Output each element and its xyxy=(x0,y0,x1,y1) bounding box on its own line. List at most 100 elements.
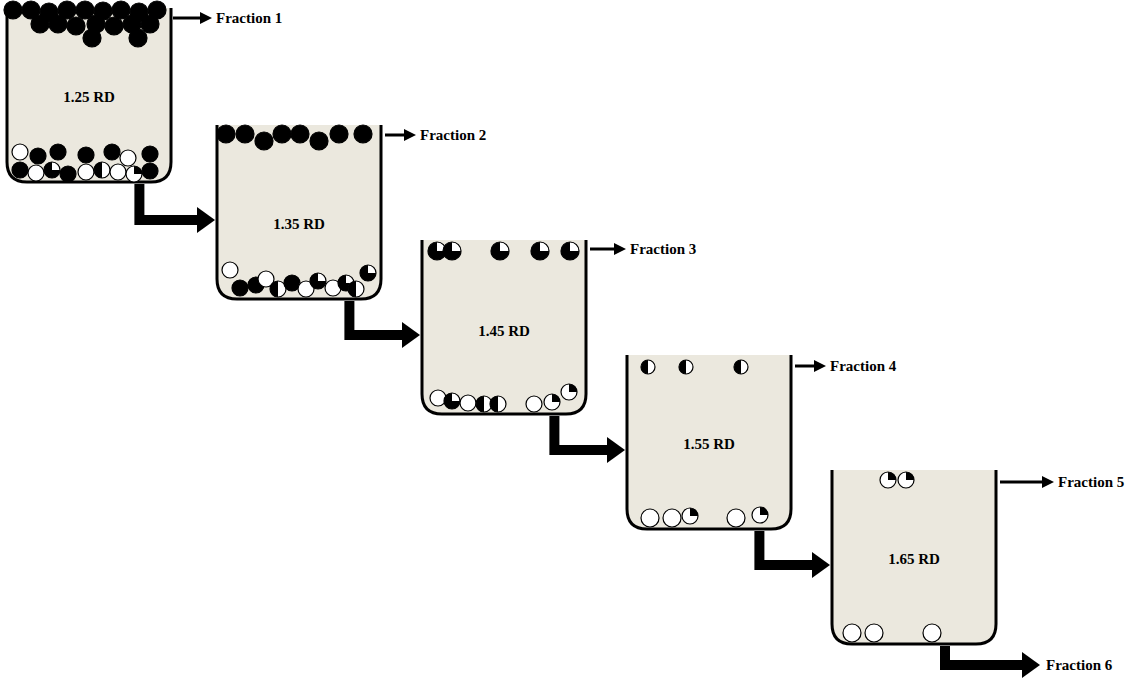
particle-body xyxy=(31,15,49,33)
particle-body xyxy=(310,132,328,150)
particle-outline xyxy=(217,125,235,143)
particle-outline xyxy=(679,360,693,374)
particle xyxy=(28,165,44,181)
particle-outline xyxy=(291,125,309,143)
particle xyxy=(236,125,254,143)
particle xyxy=(679,360,693,374)
particle-body xyxy=(50,144,66,160)
particle-body xyxy=(255,132,273,150)
particle xyxy=(78,164,94,180)
particle-body xyxy=(360,265,376,281)
particle xyxy=(531,242,549,260)
particle-outline xyxy=(444,393,460,409)
particle-outline xyxy=(460,395,476,411)
particle-outline xyxy=(880,472,896,488)
particle-body xyxy=(78,164,94,180)
particle xyxy=(50,144,66,160)
particle-body xyxy=(30,148,46,164)
particle xyxy=(83,29,101,47)
particle xyxy=(31,15,49,33)
particle xyxy=(460,395,476,411)
fraction-label: Fraction 5 xyxy=(1058,474,1124,491)
particle xyxy=(561,242,579,260)
particle-body xyxy=(217,125,235,143)
particle-outline xyxy=(898,472,914,488)
particle xyxy=(865,624,883,642)
particle-body xyxy=(491,242,509,260)
particle-body xyxy=(105,17,123,35)
particle-body xyxy=(641,360,655,374)
particle-body xyxy=(898,472,914,488)
particle-outline xyxy=(531,242,549,260)
fraction-label: Fraction 4 xyxy=(830,358,896,375)
particle xyxy=(273,125,291,143)
particle-outline xyxy=(28,165,44,181)
particle xyxy=(682,508,698,524)
particle-outline xyxy=(490,396,506,412)
particle-outline xyxy=(443,242,461,260)
particle xyxy=(104,144,120,160)
particle-body xyxy=(544,394,560,410)
float-arrow xyxy=(173,17,200,20)
beaker: 1.65 RD xyxy=(830,470,998,646)
particle xyxy=(330,125,348,143)
particle-outline xyxy=(94,162,110,178)
particle xyxy=(491,242,509,260)
particle-body xyxy=(663,509,681,527)
particle-outline xyxy=(83,29,101,47)
particle xyxy=(78,147,94,163)
particle-body xyxy=(12,144,28,160)
particle xyxy=(291,125,309,143)
particle-outline xyxy=(273,125,291,143)
particle xyxy=(430,390,446,406)
particle-body xyxy=(273,125,291,143)
particle-body xyxy=(142,146,158,162)
particle xyxy=(348,281,364,297)
particle xyxy=(129,29,147,47)
particle xyxy=(60,166,76,182)
beaker-wall xyxy=(832,470,996,644)
fraction-label: Fraction 3 xyxy=(630,241,696,258)
density-label: 1.55 RD xyxy=(683,436,735,453)
particle-outline xyxy=(120,150,136,166)
particle xyxy=(310,273,326,289)
particle-outline xyxy=(67,17,85,35)
particle-outline xyxy=(561,384,577,400)
particle-body xyxy=(126,166,142,182)
particle-outline xyxy=(544,394,560,410)
float-arrow xyxy=(590,248,614,251)
particle-outline xyxy=(222,262,238,278)
float-arrow xyxy=(385,134,404,137)
particle-body xyxy=(490,396,506,412)
particle-body xyxy=(679,360,693,374)
particle-outline xyxy=(78,147,94,163)
particle-outline xyxy=(44,162,60,178)
particle xyxy=(4,1,22,19)
particle-body xyxy=(843,624,861,642)
particle-body xyxy=(923,624,941,642)
particle-body xyxy=(526,396,542,412)
particle-outline xyxy=(734,360,748,374)
particle xyxy=(734,360,748,374)
beaker-outline xyxy=(215,125,383,301)
particle-outline xyxy=(50,144,66,160)
particle-body xyxy=(67,17,85,35)
particle-outline xyxy=(491,242,509,260)
particle-part xyxy=(641,360,648,374)
density-label: 1.25 RD xyxy=(63,89,115,106)
particle-body xyxy=(682,508,698,524)
particle-outline xyxy=(360,265,376,281)
beaker-wall xyxy=(217,125,381,299)
sink-arrow xyxy=(945,646,1022,665)
beaker: 1.35 RD xyxy=(215,125,383,301)
fraction-label: Fraction 1 xyxy=(216,10,282,27)
particle-outline xyxy=(104,144,120,160)
particle-body xyxy=(865,624,883,642)
particle-outline xyxy=(4,1,22,19)
particle-body xyxy=(110,164,126,180)
particle xyxy=(490,396,506,412)
particle-body xyxy=(120,150,136,166)
particle-body xyxy=(60,166,76,182)
particle-outline xyxy=(78,164,94,180)
particle-part xyxy=(734,360,741,374)
